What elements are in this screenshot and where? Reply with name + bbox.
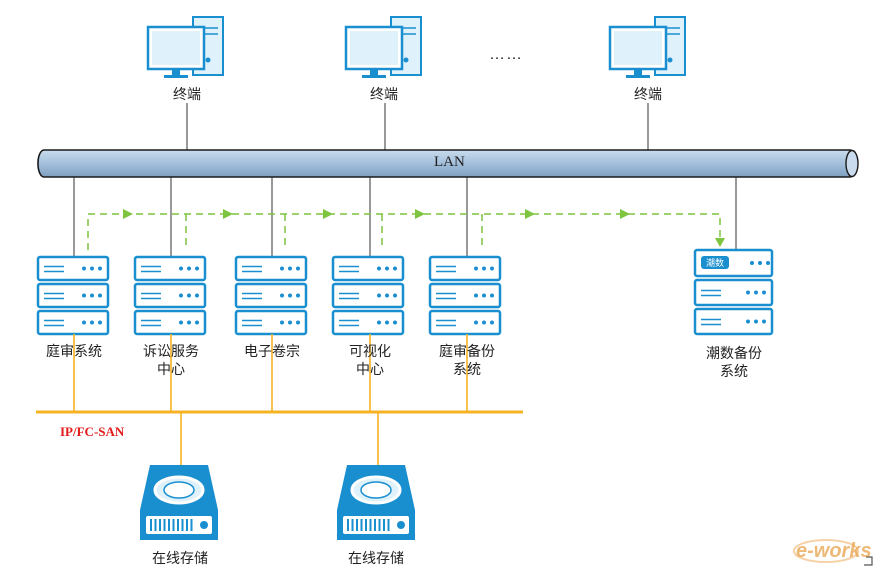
server-label: 电子卷宗 xyxy=(232,343,312,361)
server-label: 可视化 中心 xyxy=(330,343,410,379)
flow-arrow-icon xyxy=(715,238,725,247)
server-icon xyxy=(428,255,502,336)
flow-arrow-icon xyxy=(415,209,425,219)
server-label-line1: 电子卷宗 xyxy=(244,344,300,360)
terminal-computer-icon xyxy=(608,16,686,78)
storage-disk-icon xyxy=(337,465,415,540)
storage-group xyxy=(140,465,415,540)
backup-flow-line xyxy=(87,213,721,250)
terminal-label: 终端 xyxy=(634,87,662,103)
server-icon xyxy=(234,255,308,336)
storage-disk-icon xyxy=(140,465,218,540)
flow-arrow-icon xyxy=(525,209,535,219)
terminal-label: 终端 xyxy=(173,87,201,103)
storage-label: 在线存储 xyxy=(152,551,208,567)
server-label-line2: 中心 xyxy=(356,362,384,378)
server-label-line1: 庭审系统 xyxy=(46,344,102,360)
server-label-line2: 中心 xyxy=(157,362,185,378)
flow-arrow-icon xyxy=(223,209,233,219)
flow-arrow-icon xyxy=(620,209,630,219)
server-label-line1: 可视化 xyxy=(349,344,391,360)
terminal-computer-icon xyxy=(344,16,422,78)
server-label-line1: 庭审备份 xyxy=(439,344,495,360)
flow-arrow-icon xyxy=(123,209,133,219)
server-label: 庭审系统 xyxy=(34,343,114,361)
lan-bus xyxy=(37,149,859,178)
brand-logo-text: 潮数 xyxy=(706,257,724,269)
server-icon xyxy=(133,255,207,336)
terminal-computer-icon xyxy=(146,16,224,78)
backup-system-label: 潮数备份 系统 xyxy=(694,345,774,381)
server-group xyxy=(36,255,502,336)
san-bus xyxy=(36,334,523,465)
server-label: 庭审备份 系统 xyxy=(427,343,507,379)
watermark-text: e-works xyxy=(796,540,872,562)
backup-label-line2: 系统 xyxy=(720,364,748,380)
backup-appliance: 潮数 xyxy=(693,248,774,336)
lan-label: LAN xyxy=(434,154,465,170)
flow-arrow-icon xyxy=(323,209,333,219)
server-label-line1: 诉讼服务 xyxy=(143,344,199,360)
server-lan-links xyxy=(73,177,737,257)
server-label-line2: 系统 xyxy=(453,362,481,378)
san-label: IP/FC-SAN xyxy=(60,424,125,439)
brand-logo-icon xyxy=(701,256,729,269)
backup-label-line1: 潮数备份 xyxy=(706,346,762,362)
watermark-logo xyxy=(793,539,873,566)
server-label: 诉讼服务 中心 xyxy=(131,343,211,379)
terminal-links xyxy=(186,103,649,150)
terminal-label: 终端 xyxy=(370,87,398,103)
backup-flow xyxy=(87,209,725,250)
storage-label: 在线存储 xyxy=(348,551,404,567)
terminal-ellipsis: …… xyxy=(489,46,523,63)
terminal-group xyxy=(146,16,686,78)
server-icon xyxy=(331,255,405,336)
server-icon xyxy=(36,255,110,336)
